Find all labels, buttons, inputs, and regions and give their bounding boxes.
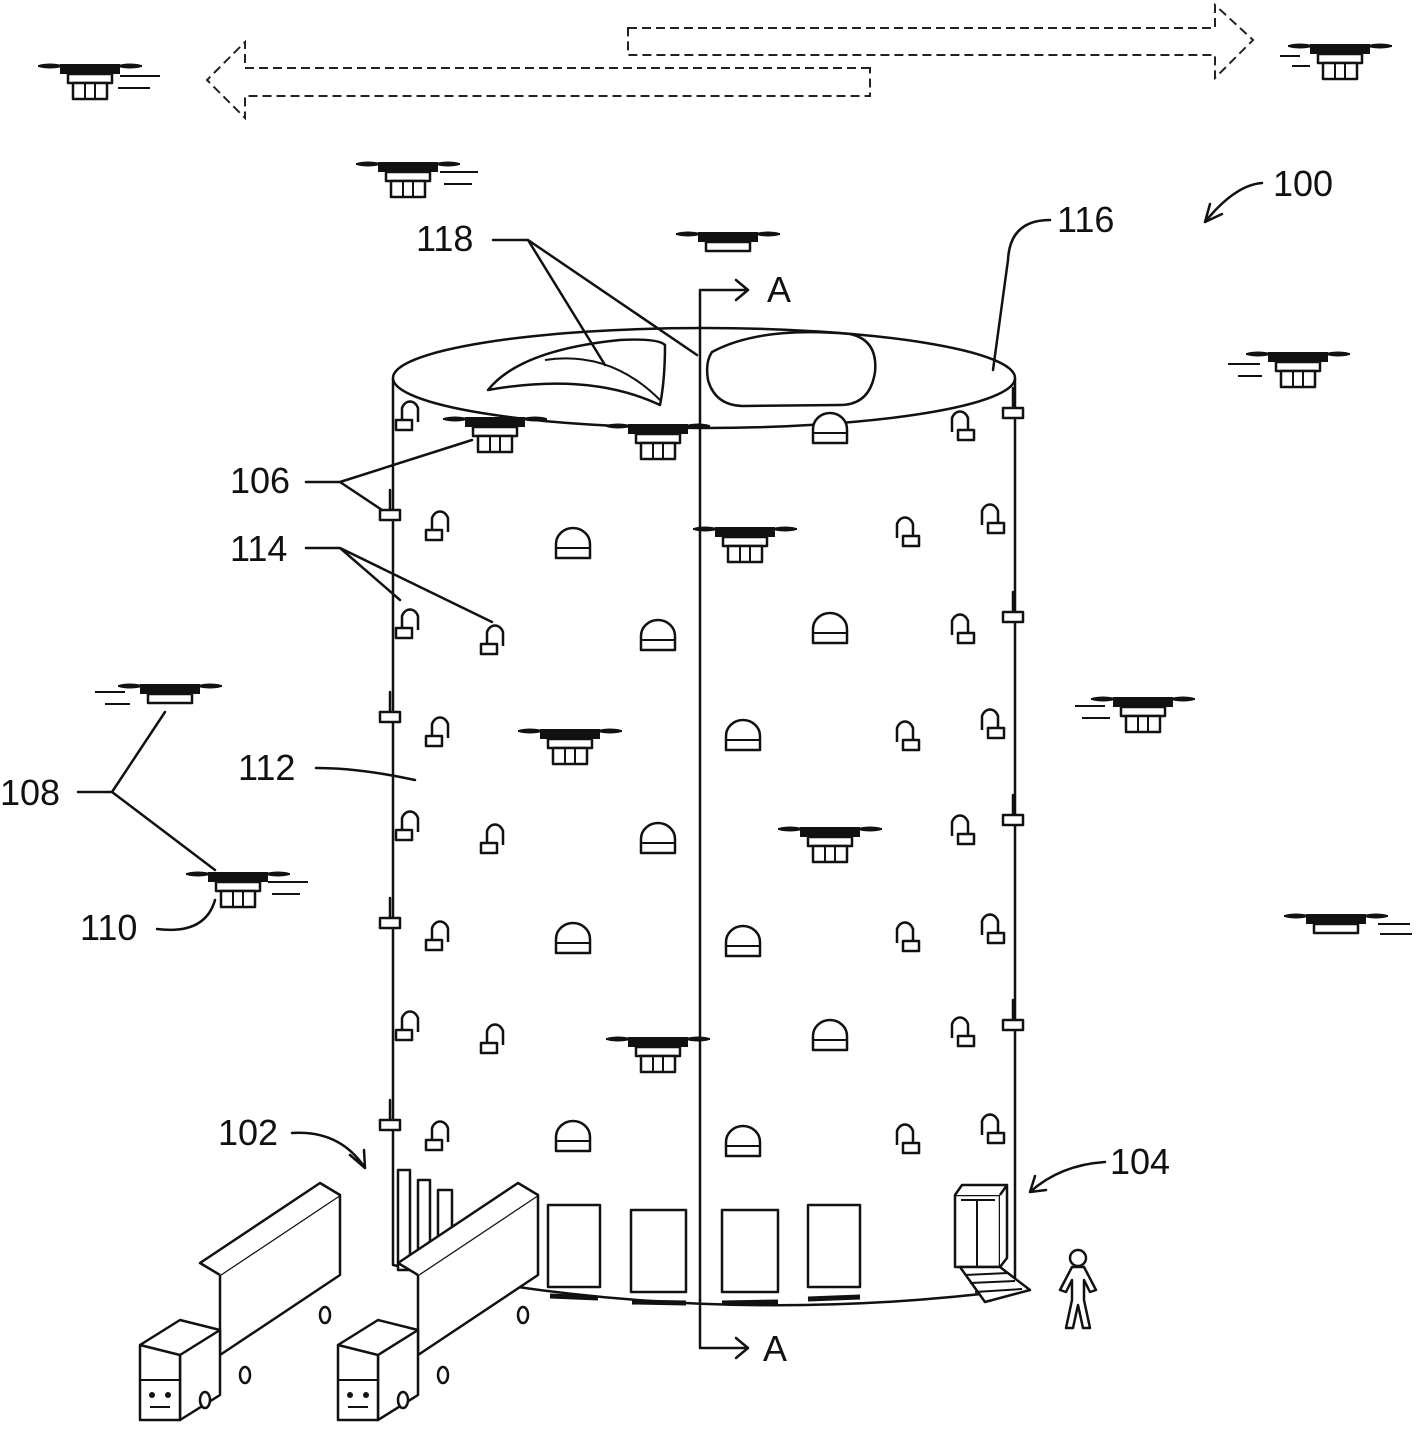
- label-116: 116: [1057, 199, 1114, 240]
- person-figure: [1058, 1248, 1098, 1330]
- tower-roof: [391, 326, 1017, 430]
- flight-path-arrows: [205, 2, 1255, 121]
- label-110: 110: [80, 907, 137, 948]
- label-114: 114: [230, 528, 287, 569]
- drones-in-flight: [38, 44, 1412, 935]
- label-100: 100: [1273, 163, 1333, 204]
- delivery-trucks: [138, 1181, 540, 1422]
- section-label-top: A: [767, 269, 791, 310]
- fulfillment-tower: [378, 326, 1032, 1307]
- label-118: 118: [416, 218, 473, 259]
- label-108: 108: [0, 772, 60, 813]
- label-104: 104: [1110, 1141, 1170, 1182]
- reference-labels: 100 116 118 106 114 112 108 110 102 104 …: [0, 163, 1333, 1369]
- label-102: 102: [218, 1112, 278, 1153]
- label-106: 106: [230, 460, 290, 501]
- entrance-door: [953, 1183, 1032, 1304]
- loading-bays: [396, 1168, 862, 1306]
- section-label-bottom: A: [763, 1328, 787, 1369]
- roof-hatch-closed: [705, 330, 877, 408]
- section-markers: [698, 278, 750, 1360]
- label-112: 112: [238, 747, 295, 788]
- leader-lines: [76, 181, 1264, 1194]
- roof-hatch-open: [486, 338, 667, 407]
